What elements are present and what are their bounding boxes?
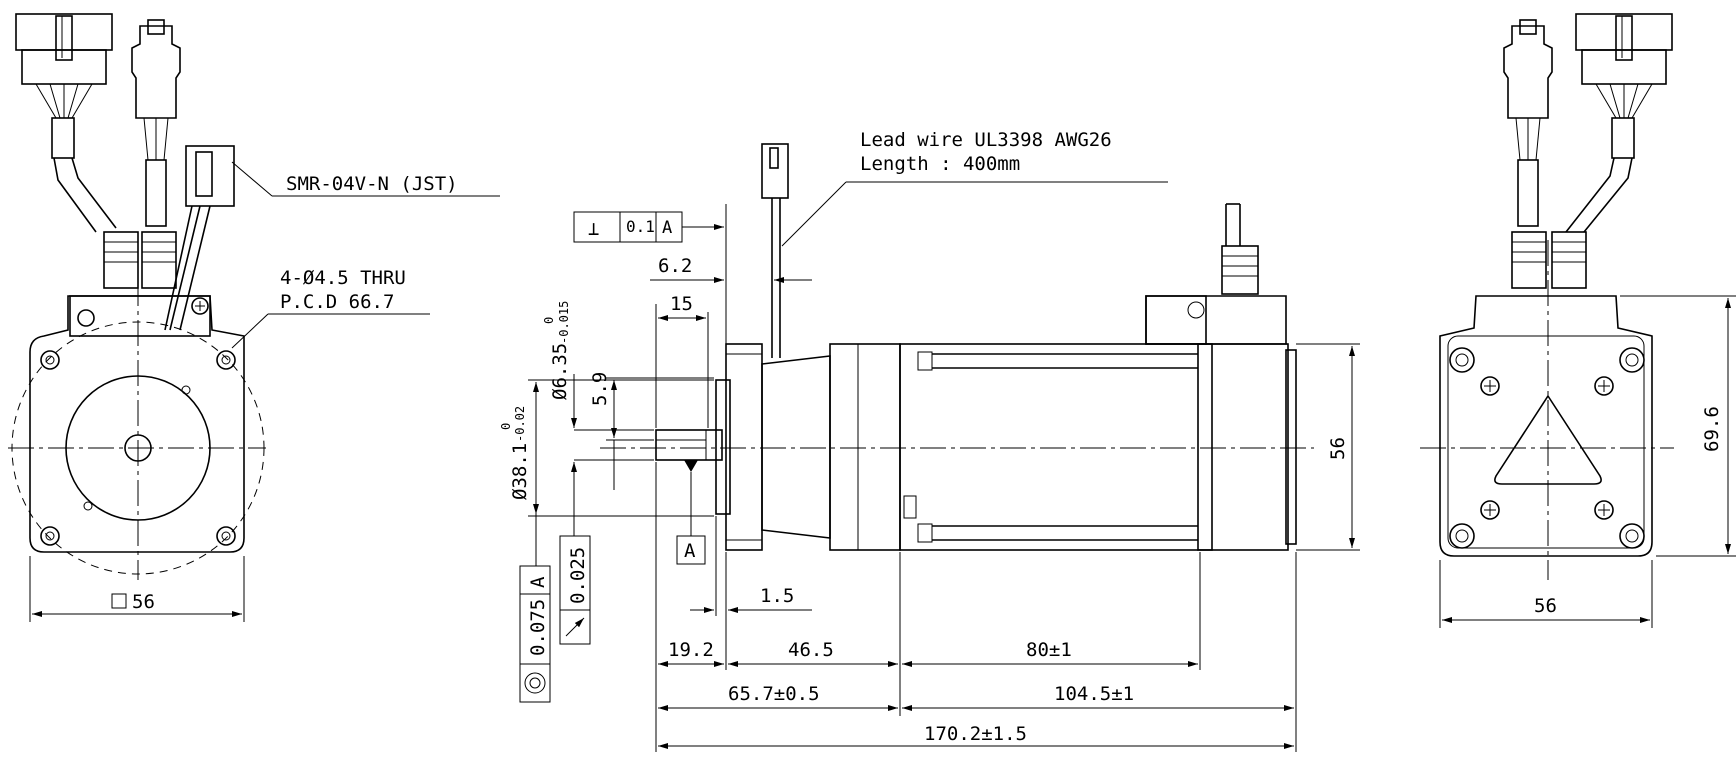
runout-value: 0.025 bbox=[567, 547, 589, 604]
datum-a: A bbox=[676, 460, 706, 565]
lead-wire-callout: Lead wire UL3398 AWG26 Length : 400mm bbox=[781, 129, 1168, 247]
flat-depth-label: 5.9 bbox=[589, 372, 611, 406]
concentricity-frame: A 0.075 bbox=[519, 514, 551, 703]
front-cable-boots bbox=[103, 231, 177, 289]
front-connector-small bbox=[131, 19, 181, 227]
front-connector-large bbox=[15, 13, 117, 233]
side-view bbox=[600, 143, 1314, 551]
rear-connector-large bbox=[1565, 13, 1673, 233]
dim-flat: 5.9 bbox=[589, 372, 714, 490]
dim-shaft-diameter: Ø6.35 0 -0.015 bbox=[542, 301, 654, 490]
rear-cover bbox=[1420, 240, 1674, 580]
dim-1-5-label: 1.5 bbox=[760, 585, 794, 607]
rear-view: 69.6 56 bbox=[1420, 13, 1736, 628]
shaft-tol-lower: -0.015 bbox=[557, 301, 571, 344]
holes-label-1: 4-Ø4.5 THRU bbox=[280, 267, 406, 289]
dim-170-2-label: 170.2±1.5 bbox=[924, 723, 1027, 745]
rear-height-label: 69.6 bbox=[1701, 406, 1723, 452]
holes-label-2: P.C.D 66.7 bbox=[280, 291, 394, 313]
dim-104-5-label: 104.5±1 bbox=[1054, 683, 1134, 705]
concentricity-datum: A bbox=[527, 576, 549, 588]
lead-wire-label-2: Length : 400mm bbox=[860, 153, 1020, 175]
rear-cable-boots bbox=[1511, 231, 1587, 289]
pilot-tol-upper: 0 bbox=[499, 423, 513, 430]
rear-connector-small bbox=[1503, 19, 1553, 227]
side-shaft bbox=[655, 429, 723, 461]
rear-height-dimension: 69.6 bbox=[1620, 295, 1736, 557]
dim-65-7-label: 65.7±0.5 bbox=[728, 683, 820, 705]
side-lead-wire bbox=[761, 143, 789, 358]
perpendicularity-frame: ⊥ 0.1 A bbox=[573, 204, 727, 344]
dim-6-2: 6.2 bbox=[650, 255, 812, 350]
dim-15-label: 15 bbox=[670, 293, 693, 315]
concentricity-value: 0.075 bbox=[527, 599, 549, 656]
perp-value: 0.1 bbox=[626, 217, 655, 236]
runout-frame: 0.025 bbox=[559, 490, 591, 645]
perp-datum: A bbox=[662, 218, 672, 238]
rear-width-dimension: 56 bbox=[1439, 560, 1653, 628]
front-flange bbox=[8, 205, 266, 580]
pilot-tol-lower: -0.02 bbox=[513, 406, 527, 442]
datum-a-label: A bbox=[684, 540, 696, 562]
perp-symbol: ⊥ bbox=[588, 218, 599, 240]
shaft-diameter-label: Ø6.35 bbox=[549, 343, 571, 400]
front-square-dim: 56 bbox=[132, 591, 155, 613]
connector-label: SMR-04V-N (JST) bbox=[286, 173, 458, 195]
dim-15: 15 bbox=[655, 293, 709, 428]
dim-pilot-diameter: Ø38.1 0 -0.02 bbox=[499, 379, 714, 517]
front-width-dimension: 56 bbox=[29, 556, 245, 622]
dim-46-5-label: 46.5 bbox=[788, 639, 834, 661]
lead-wire-label-1: Lead wire UL3398 AWG26 bbox=[860, 129, 1112, 151]
pilot-diameter-label: Ø38.1 bbox=[509, 443, 531, 500]
rear-width-label: 56 bbox=[1534, 595, 1557, 617]
side-height-label: 56 bbox=[1327, 437, 1349, 460]
dim-19-2-label: 19.2 bbox=[668, 639, 714, 661]
shaft-tol-upper: 0 bbox=[542, 317, 556, 324]
side-length-dimensions: 19.2 46.5 80±1 65.7±0.5 104.5±1 170.2±1.… bbox=[655, 462, 1297, 752]
dim-1-5: 1.5 bbox=[690, 516, 812, 616]
dim-80-label: 80±1 bbox=[1026, 639, 1072, 661]
holes-callout: 4-Ø4.5 THRU P.C.D 66.7 bbox=[231, 267, 430, 349]
side-height-dimension: 56 bbox=[1296, 343, 1360, 551]
front-connector-smr bbox=[169, 145, 235, 331]
dim-6-2-label: 6.2 bbox=[658, 255, 692, 277]
front-view: 56 bbox=[8, 13, 266, 622]
connector-callout: SMR-04V-N (JST) bbox=[231, 161, 500, 197]
